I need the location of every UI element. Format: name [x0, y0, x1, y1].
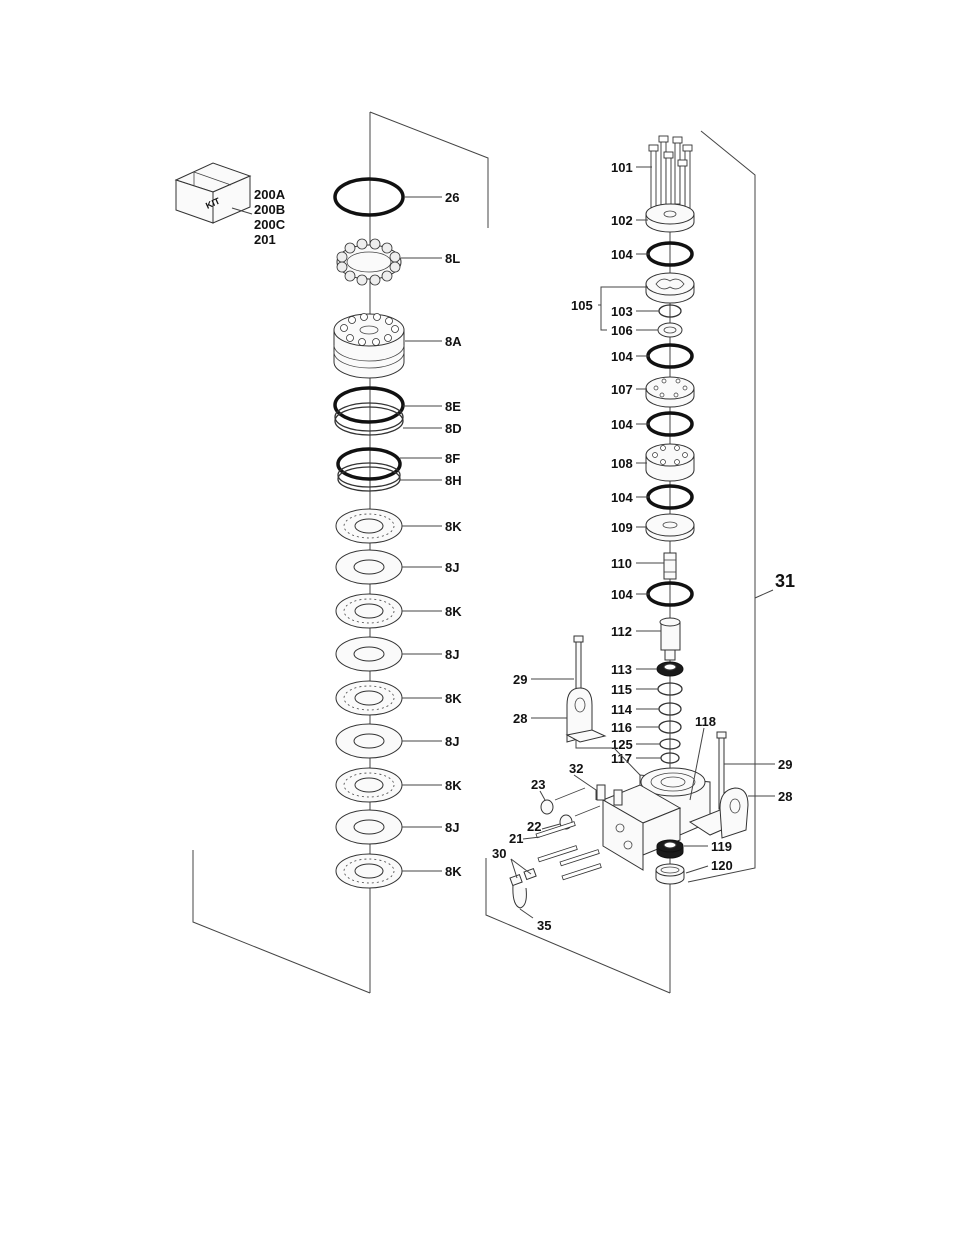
callout-label: 28	[778, 789, 792, 804]
separator-plate	[336, 724, 402, 758]
friction-disc	[336, 594, 402, 628]
callout-label: 8K	[445, 691, 462, 706]
callout-label: 8L	[445, 251, 460, 266]
callout-label: 8K	[445, 864, 462, 879]
callout-label: 8K	[445, 519, 462, 534]
callout-label: 108	[611, 456, 633, 471]
hose-fitting	[510, 869, 536, 908]
callout-label: 107	[611, 382, 633, 397]
friction-disc	[336, 768, 402, 802]
mounting-bracket	[720, 788, 748, 838]
end-cover	[646, 204, 694, 232]
piston	[334, 314, 404, 379]
right-stack: 101 102 104 105 103 106 104 107 104 108 …	[571, 131, 795, 993]
callout-label: 29	[778, 757, 792, 772]
callout-label: 103	[611, 304, 633, 319]
callout-label: 8D	[445, 421, 462, 436]
mounting-bracket	[567, 688, 605, 742]
assembly-label: 31	[775, 571, 795, 591]
callout-label: 8J	[445, 560, 459, 575]
callout-label: 114	[611, 702, 633, 717]
callout-label: 8J	[445, 647, 459, 662]
callout-label: 8E	[445, 399, 461, 414]
o-ring	[335, 388, 403, 422]
spring-set	[337, 239, 401, 285]
valve-plate	[646, 377, 694, 407]
callout-label: 22	[527, 819, 541, 834]
gerotor-set	[646, 273, 694, 303]
output-shaft	[660, 618, 680, 660]
callout-label: 105	[571, 298, 593, 313]
friction-disc	[336, 854, 402, 888]
bearing	[657, 840, 683, 858]
callout-label: 8A	[445, 334, 462, 349]
kit-box-icon: KIT	[176, 163, 252, 223]
seal	[658, 323, 682, 337]
callout-label: 102	[611, 213, 633, 228]
callout-label: 104	[611, 587, 633, 602]
valve-housing	[646, 444, 694, 481]
o-ring	[335, 179, 403, 215]
kit-labels: 200A 200B 200C 201	[254, 187, 286, 247]
callout-label: 8J	[445, 820, 459, 835]
callout-label: 120	[711, 858, 733, 873]
kit-label: 200C	[254, 217, 286, 232]
callout-label: 8J	[445, 734, 459, 749]
port-plate	[646, 514, 694, 541]
callout-label: 109	[611, 520, 633, 535]
callout-label: 8K	[445, 604, 462, 619]
callout-label: 8F	[445, 451, 460, 466]
callout-label: 8K	[445, 778, 462, 793]
callout-label: 26	[445, 190, 459, 205]
callout-label: 112	[611, 624, 632, 639]
callout-label: 101	[611, 160, 633, 175]
separator-plate	[336, 550, 402, 584]
cap-screw-set	[536, 822, 601, 880]
callout-label: 125	[611, 737, 633, 752]
bearing	[657, 662, 683, 676]
o-ring	[338, 449, 400, 479]
callout-label: 106	[611, 323, 633, 338]
callout-label: 104	[611, 349, 633, 364]
callout-label: 28	[513, 711, 527, 726]
separator-plate	[336, 637, 402, 671]
callout-label: 32	[569, 761, 583, 776]
callout-label: 104	[611, 490, 633, 505]
callout-label: 104	[611, 247, 633, 262]
collar	[656, 864, 684, 884]
callout-label: 21	[509, 831, 523, 846]
callout-label: 30	[492, 846, 506, 861]
kit-label: 201	[254, 232, 276, 247]
callout-label: 35	[537, 918, 551, 933]
left-stack: 26 8L 8A 8E 8D 8F 8H 8K 8J 8K 8J 8K 8J 8…	[193, 112, 488, 993]
friction-disc	[336, 509, 402, 543]
callout-label: 116	[611, 720, 632, 735]
callout-label: 110	[611, 556, 632, 571]
friction-disc	[336, 681, 402, 715]
mounting-bolt	[574, 636, 583, 696]
kit-label: 200A	[254, 187, 286, 202]
callout-label: 104	[611, 417, 633, 432]
callout-label: 29	[513, 672, 527, 687]
base-assembly: 29 28 118 29 28 32 23 22 21 30 35	[486, 636, 792, 993]
callout-label: 118	[695, 714, 716, 729]
callout-label: 8H	[445, 473, 462, 488]
callout-label: 23	[531, 777, 545, 792]
separator-plate	[336, 810, 402, 844]
kit-label: 200B	[254, 202, 285, 217]
callout-label: 115	[611, 682, 632, 697]
callout-label: 113	[611, 662, 632, 677]
callout-label: 119	[711, 839, 732, 854]
drive-shaft	[664, 553, 676, 579]
